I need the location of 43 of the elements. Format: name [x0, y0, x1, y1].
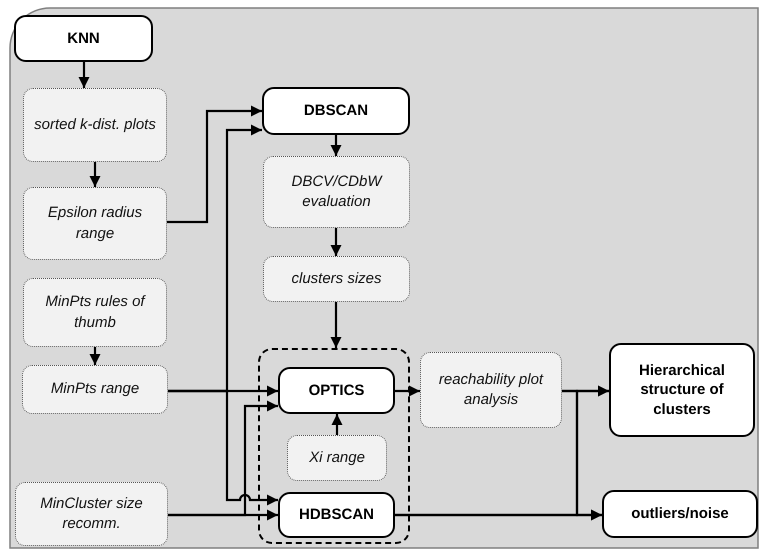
arrow [167, 106, 262, 224]
parameter-box [263, 256, 410, 302]
arrow [395, 386, 609, 516]
parameter-box [287, 435, 387, 481]
node-label: Hierarchical structure of clusters [638, 360, 726, 420]
parameter-box [15, 482, 168, 546]
process-box [278, 367, 395, 414]
parameter-box [263, 156, 410, 228]
arrow [332, 414, 342, 435]
node-label: KNN [66, 28, 101, 48]
node-label: clusters sizes [290, 268, 383, 289]
arrow [90, 162, 100, 187]
group-box [258, 348, 410, 544]
node-label: MinPts rules of thumb [44, 292, 147, 332]
arrow [90, 347, 100, 365]
node-label: OPTICS [308, 380, 366, 400]
process-box [14, 15, 153, 62]
arrow [78, 62, 90, 88]
process-box [609, 343, 755, 437]
node-label: reachability plot analysis [438, 370, 544, 410]
node-label: outliers/noise [630, 504, 730, 524]
arrow [168, 400, 278, 516]
node-label: HDBSCAN [298, 505, 375, 525]
arrow [395, 386, 420, 396]
node-label: Epsilon radius range [46, 203, 144, 244]
parameter-box [23, 88, 167, 162]
process-box [262, 87, 410, 135]
node-label: DBCV/CDbW evaluation [290, 172, 384, 212]
node-label: sorted k-dist. plots [33, 114, 157, 135]
arrow [168, 390, 278, 506]
parameter-box [23, 278, 167, 347]
parameter-box [22, 365, 168, 414]
arrow [330, 302, 342, 348]
arrow [330, 228, 342, 256]
process-box [278, 492, 395, 538]
node-label: MinPts range [50, 379, 140, 400]
arrow [330, 135, 342, 156]
node-label: Xi range [308, 448, 366, 468]
process-box [602, 490, 758, 538]
node-label: DBSCAN [302, 101, 370, 121]
parameter-box [420, 352, 562, 428]
node-label: MinCluster size recomm. [39, 494, 144, 534]
parameter-box [23, 187, 167, 260]
